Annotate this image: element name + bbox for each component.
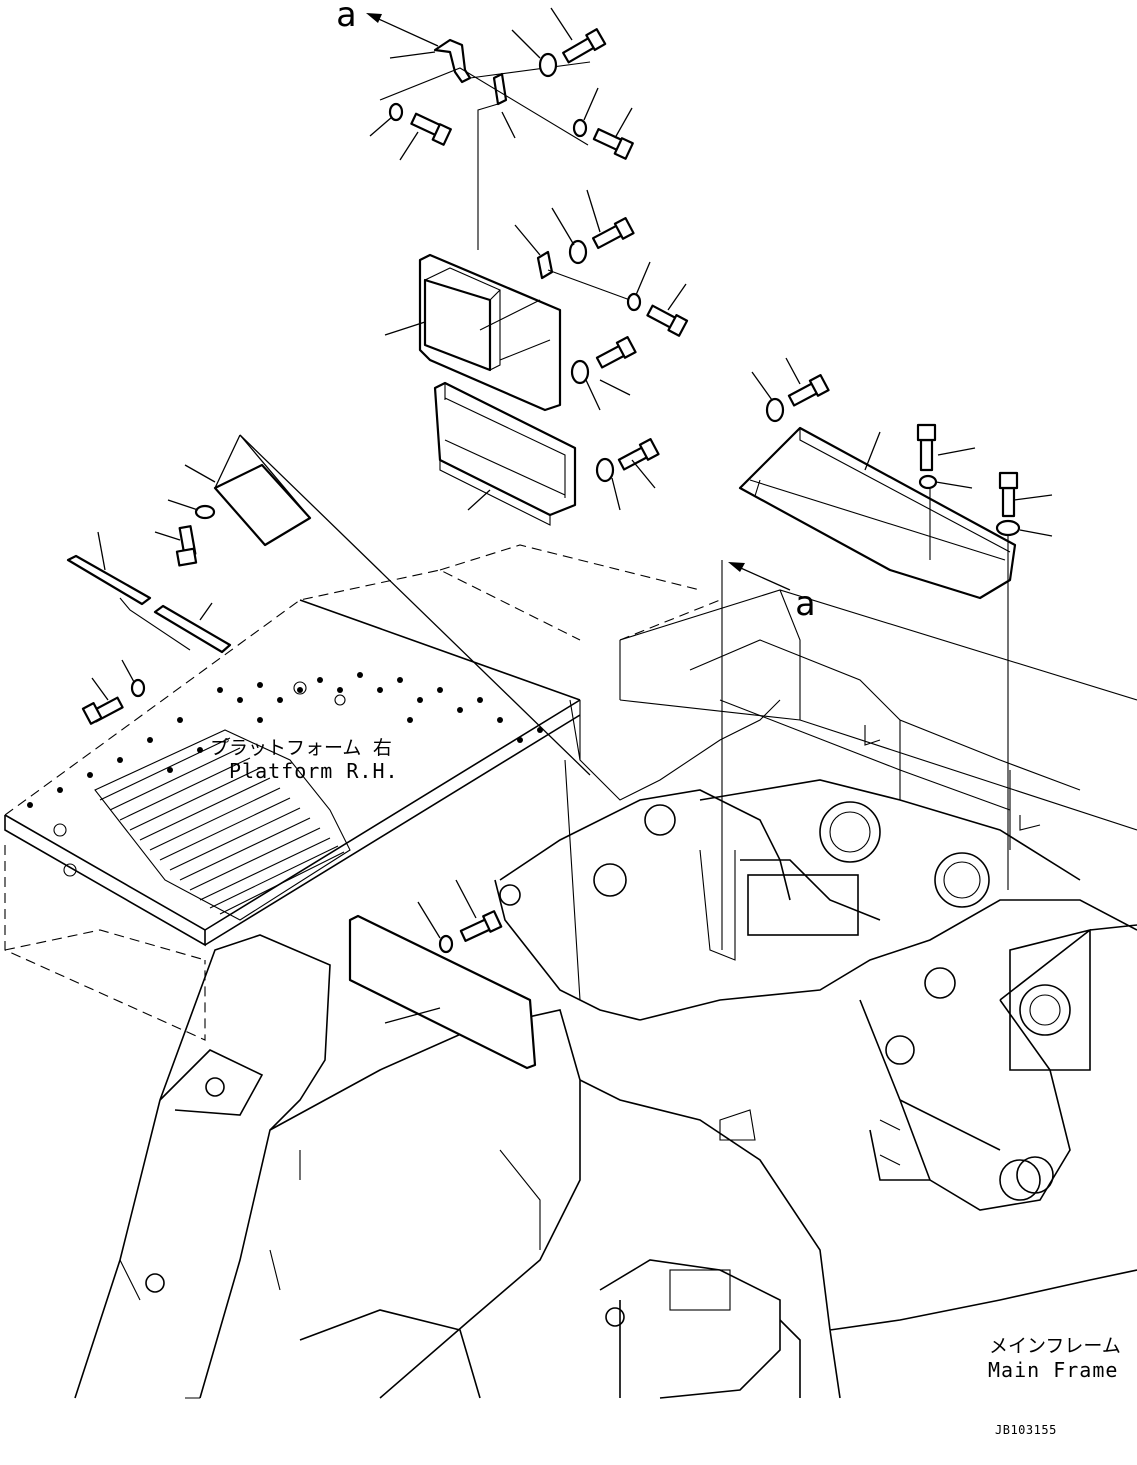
view-arrow-right: [728, 562, 791, 591]
bolt: [591, 217, 635, 250]
main-frame-label-jp: メインフレーム: [989, 1335, 1121, 1357]
fasteners: [81, 28, 1021, 954]
bolt: [595, 336, 637, 369]
bolt: [592, 128, 634, 160]
main-frame-label-en: Main Frame: [988, 1358, 1118, 1382]
bolt: [81, 696, 124, 725]
bolt: [175, 525, 198, 567]
view-arrow-top: [366, 13, 439, 47]
platform-label-jp: プラットフォーム 右: [210, 737, 392, 759]
channel-cover-right: [721, 426, 1017, 950]
view-mark-label-top: a: [336, 0, 356, 35]
bolt: [998, 471, 1019, 518]
bracket-assembly-upper: [379, 38, 631, 526]
bolt: [410, 112, 452, 146]
bolt: [787, 374, 830, 407]
main-frame: [74, 589, 1137, 1399]
bolt: [617, 438, 660, 471]
bolt: [916, 423, 937, 472]
leader-lines: [91, 7, 1053, 1024]
view-mark-label-right: a: [795, 584, 815, 624]
platform-label-en: Platform R.H.: [229, 759, 399, 783]
drawing-code: JB103155: [995, 1423, 1057, 1437]
small-plates-left: [66, 463, 537, 1070]
bolt: [459, 910, 503, 942]
bolt: [646, 304, 689, 337]
platform-rh: [4, 544, 721, 1041]
bolt: [562, 28, 607, 64]
